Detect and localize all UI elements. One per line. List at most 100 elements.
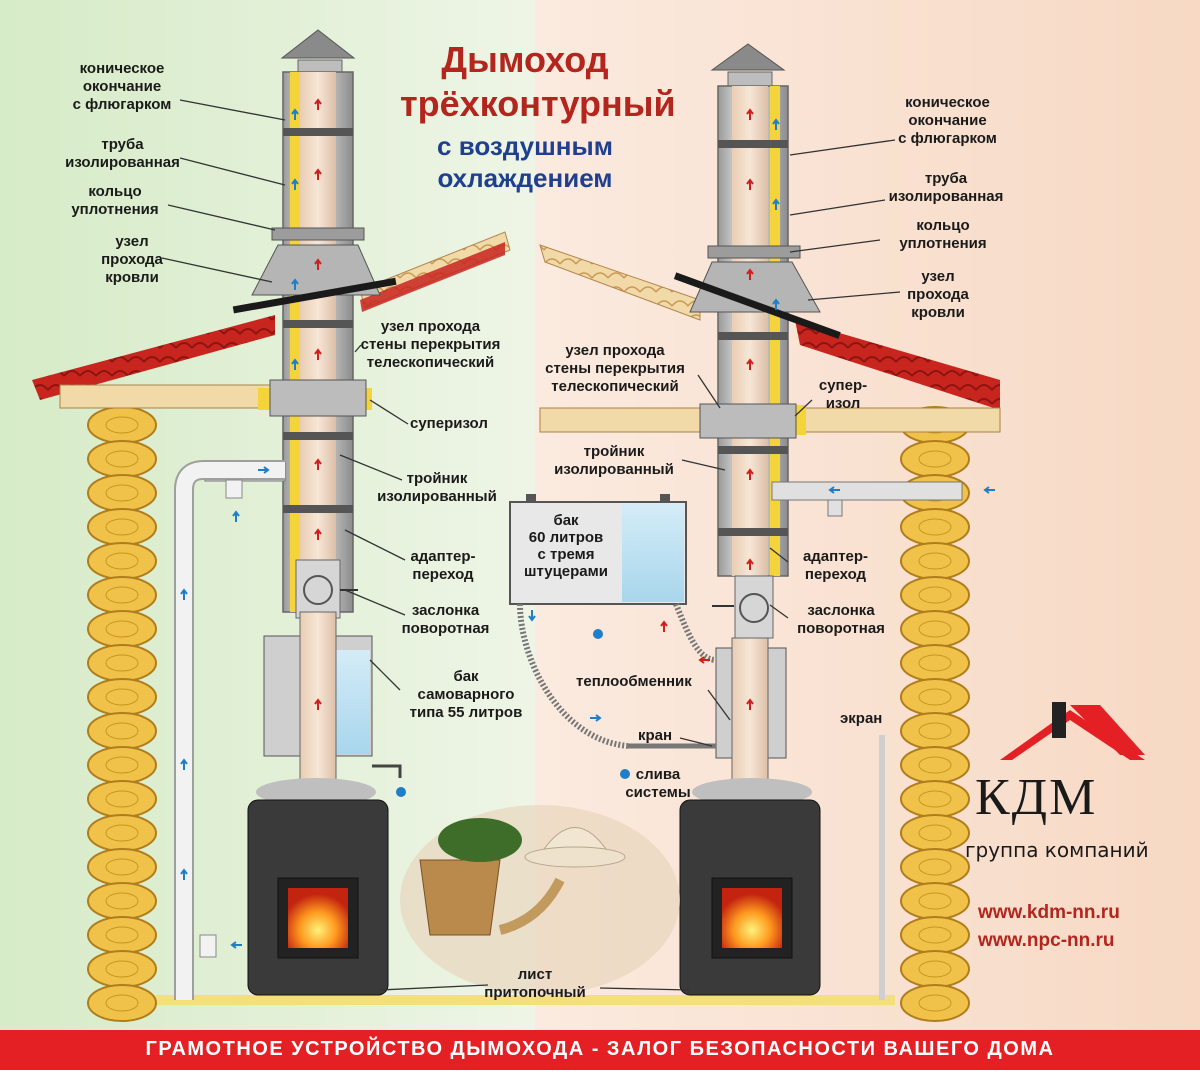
website-link-1[interactable]: www.kdm-nn.ru bbox=[978, 902, 1120, 923]
label-right-superizol: супер- изол bbox=[812, 377, 874, 413]
footer-slogan: ГРАМОТНОЕ УСТРОЙСТВО ДЫМОХОДА - ЗАЛОГ БЕ… bbox=[145, 1038, 1055, 1060]
log-end bbox=[900, 950, 970, 988]
label-floor-sheet: лист притопочный bbox=[470, 966, 600, 1002]
text: с флюгарком bbox=[72, 96, 172, 113]
label-left-roof-node: узел прохода кровли bbox=[92, 233, 172, 287]
text: притопочный bbox=[484, 984, 586, 1001]
flow-arrow bbox=[314, 348, 322, 360]
label-left-cone: коническое окончание с флюгарком bbox=[62, 60, 182, 114]
log-end bbox=[87, 542, 157, 580]
log-end bbox=[900, 780, 970, 818]
log-ring bbox=[105, 790, 139, 808]
log-end bbox=[900, 644, 970, 682]
log-end bbox=[900, 576, 970, 614]
text: типа 55 литров bbox=[409, 704, 523, 721]
text: прохода bbox=[907, 286, 969, 303]
text: бак bbox=[453, 668, 479, 685]
log-ring bbox=[918, 620, 952, 638]
title-sub: с воздушным охлаждением bbox=[400, 130, 650, 194]
log-end bbox=[900, 678, 970, 716]
log-end bbox=[900, 848, 970, 886]
text: поворотная bbox=[797, 620, 885, 637]
log-end bbox=[900, 814, 970, 852]
text: изолированная bbox=[65, 154, 180, 171]
log-end bbox=[900, 440, 970, 478]
log-ring bbox=[918, 892, 952, 910]
flow-arrows bbox=[180, 98, 995, 949]
flow-arrow bbox=[746, 468, 754, 480]
log-end bbox=[87, 644, 157, 682]
text: тройник bbox=[583, 443, 645, 460]
label-right-adapter: адаптер- переход bbox=[788, 548, 883, 584]
subtitle-line2: охлаждением bbox=[437, 163, 613, 193]
label-right-screen: экран bbox=[840, 710, 882, 728]
log-end bbox=[87, 406, 157, 444]
text: с тремя bbox=[537, 546, 595, 563]
brand-subtitle: группа компаний bbox=[965, 838, 1149, 862]
log-end bbox=[87, 916, 157, 954]
subtitle-line1: с воздушным bbox=[437, 131, 613, 161]
air-duct-left bbox=[174, 460, 285, 1000]
flow-arrow bbox=[746, 558, 754, 570]
text: суперизол bbox=[410, 415, 488, 432]
text: труба bbox=[101, 136, 144, 153]
text: кровли bbox=[105, 269, 159, 286]
label-left-tee: тройник изолированный bbox=[372, 470, 502, 506]
text: поворотная bbox=[401, 620, 490, 637]
log-end bbox=[87, 984, 157, 1022]
label-left-superizol: суперизол bbox=[410, 415, 488, 433]
text: узел bbox=[921, 268, 955, 285]
log-ring bbox=[105, 620, 139, 638]
text: самоварного bbox=[417, 686, 515, 703]
chimney-left bbox=[204, 29, 406, 797]
log-ring bbox=[105, 688, 139, 706]
flow-arrow bbox=[660, 620, 668, 632]
log-end bbox=[87, 746, 157, 784]
log-ring bbox=[918, 450, 952, 468]
log-ring bbox=[918, 654, 952, 672]
log-end bbox=[900, 508, 970, 546]
text: 60 литров bbox=[528, 529, 604, 546]
flow-arrow bbox=[772, 118, 780, 130]
text: изолированный bbox=[554, 461, 674, 478]
log-ring bbox=[918, 756, 952, 774]
log-end bbox=[900, 712, 970, 750]
log-ring bbox=[105, 552, 139, 570]
label-right-pipe: труба изолированная bbox=[882, 170, 1010, 206]
flow-arrow bbox=[746, 358, 754, 370]
log-ring bbox=[105, 994, 139, 1012]
log-end bbox=[87, 814, 157, 852]
text: супер- bbox=[818, 377, 868, 394]
log-end bbox=[87, 882, 157, 920]
log-end bbox=[87, 610, 157, 648]
chimney-right bbox=[673, 43, 963, 1000]
log-ring bbox=[918, 790, 952, 808]
log-ring bbox=[105, 722, 139, 740]
log-ring bbox=[918, 926, 952, 944]
log-end bbox=[87, 576, 157, 614]
log-ring bbox=[105, 484, 139, 502]
flow-arrow bbox=[291, 358, 299, 370]
log-wall-right bbox=[900, 406, 970, 1022]
text: стены перекрытия bbox=[545, 360, 685, 377]
flow-arrow bbox=[314, 258, 322, 270]
flow-arrow bbox=[314, 98, 322, 110]
log-end bbox=[87, 848, 157, 886]
text: окончание bbox=[82, 78, 162, 95]
log-ring bbox=[105, 926, 139, 944]
flow-arrow bbox=[180, 588, 188, 600]
log-ring bbox=[105, 518, 139, 536]
label-left-damper: заслонка поворотная bbox=[388, 602, 503, 638]
text: с флюгарком bbox=[898, 130, 997, 147]
website-link-2[interactable]: www.npc-nn.ru bbox=[978, 930, 1115, 951]
label-left-pipe: труба изолированная bbox=[60, 136, 185, 172]
flow-arrow bbox=[772, 198, 780, 210]
flow-arrow bbox=[746, 698, 754, 710]
text: коническое bbox=[79, 60, 165, 77]
text: узел bbox=[115, 233, 149, 250]
log-end bbox=[900, 882, 970, 920]
text: экран bbox=[840, 710, 883, 727]
text: кровли bbox=[911, 304, 965, 321]
sauna-accessories bbox=[400, 805, 680, 995]
leader-lines bbox=[161, 99, 901, 991]
